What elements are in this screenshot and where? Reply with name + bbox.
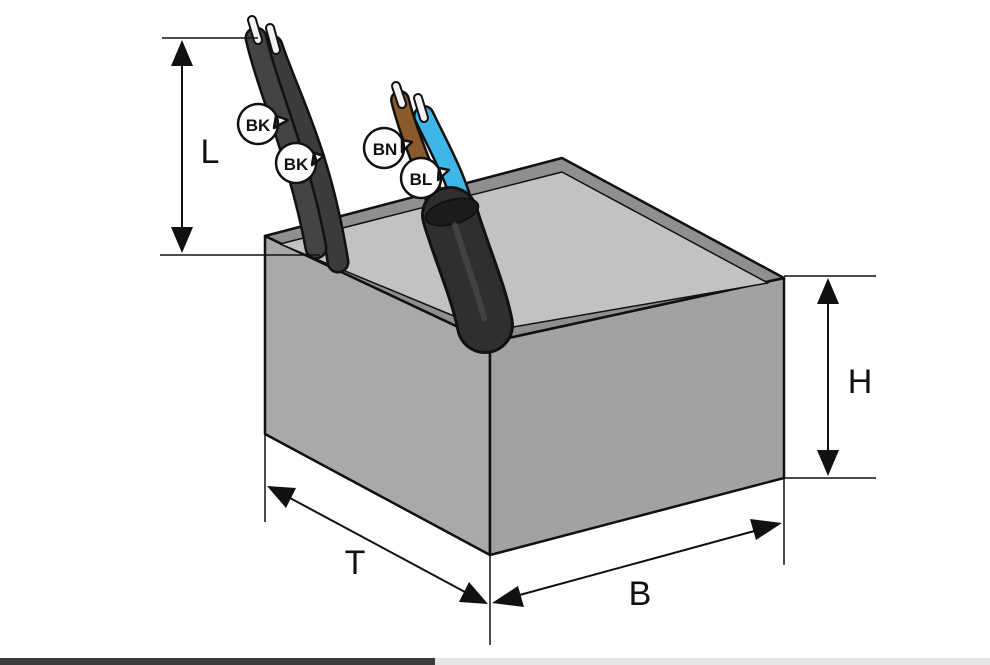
black-wire-pair [244, 15, 350, 274]
label-h: H [848, 363, 873, 401]
tag-bk-2: BK [284, 155, 309, 174]
sheathed-cable [390, 81, 514, 354]
wire-tag-bn: BN [362, 126, 414, 170]
dimension-b: B [492, 478, 785, 613]
label-l: L [201, 133, 220, 171]
tag-bn: BN [373, 140, 398, 159]
wire-tag-bk-1: BK [236, 102, 290, 146]
capacitor-box [263, 156, 786, 557]
wire-tag-bk-2: BK [274, 141, 326, 185]
label-t: T [345, 544, 366, 582]
tag-bl: BL [410, 170, 433, 189]
bottom-edge-strip [0, 658, 990, 665]
black-wire-conductors [247, 15, 281, 55]
tag-bk-1: BK [246, 116, 271, 135]
label-b: B [629, 575, 652, 613]
dimension-t: T [264, 434, 491, 645]
dimension-h: H [784, 275, 876, 479]
wire-tag-bl: BL [399, 156, 451, 200]
dimension-l: L [160, 37, 320, 256]
